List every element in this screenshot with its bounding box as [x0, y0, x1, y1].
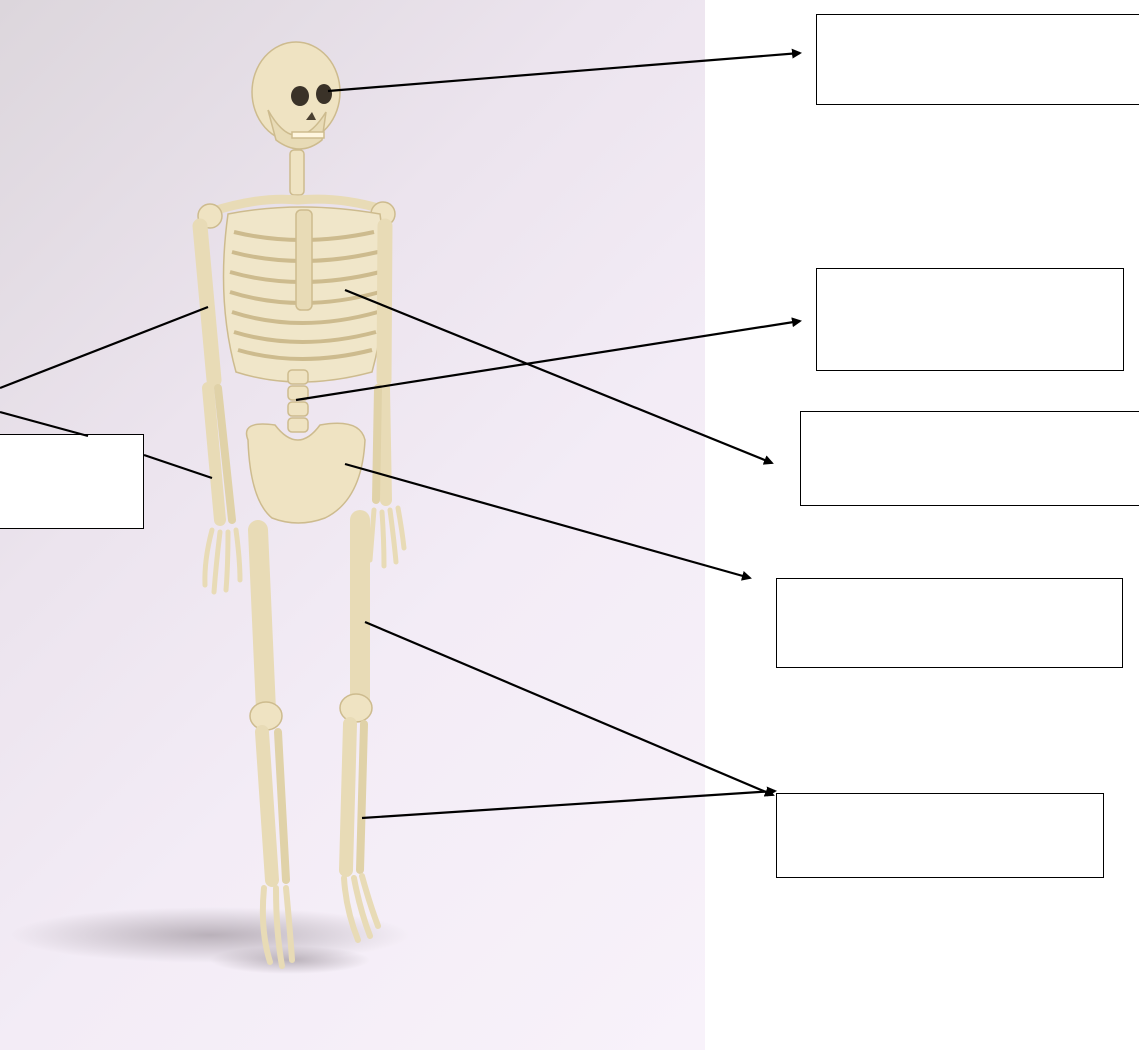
label-box-ribs[interactable] — [800, 411, 1139, 506]
pelvis — [247, 423, 365, 523]
label-box-pelvis[interactable] — [776, 578, 1123, 668]
leg-left — [250, 530, 292, 966]
skeleton — [198, 42, 404, 966]
label-box-arm-bones[interactable] — [0, 434, 144, 529]
lumbar-spine — [288, 370, 308, 432]
label-box-spine[interactable] — [816, 268, 1124, 371]
ribcage — [224, 207, 385, 382]
label-box-skull[interactable] — [816, 14, 1139, 105]
cervical-spine — [290, 150, 304, 195]
label-box-leg-bones[interactable] — [776, 793, 1104, 878]
leg-right — [340, 520, 378, 940]
skull — [252, 42, 340, 149]
